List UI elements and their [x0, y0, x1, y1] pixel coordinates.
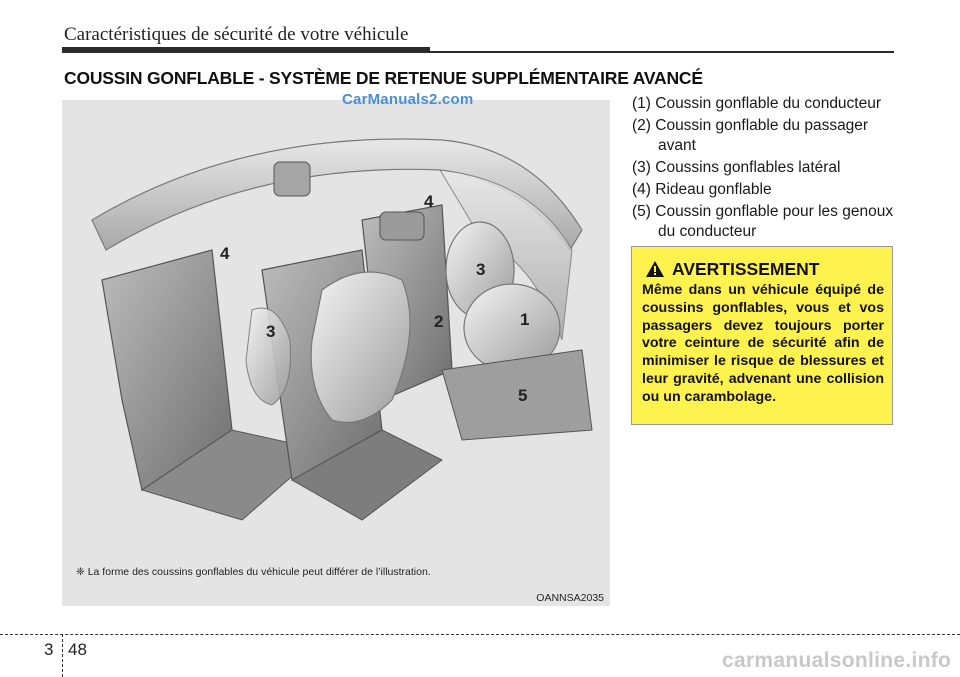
footer-divider	[62, 634, 63, 677]
figure-code: OANNSA2035	[536, 592, 604, 604]
airbag-illustration: 1 2 3 4 5 4 3 ❈ La forme des coussins go…	[62, 100, 610, 606]
legend-item: (3) Coussins gonflables latéral	[632, 159, 841, 176]
watermark: CarManuals2.com	[342, 91, 474, 108]
callout-5: 5	[518, 386, 528, 405]
legend-item: (1) Coussin gonflable du conducteur	[632, 95, 882, 112]
airbag-drawing	[91, 138, 593, 521]
figure-note: ❈ La forme des coussins gonflables du vé…	[76, 566, 431, 578]
footer-brand: carmanualsonline.info	[722, 649, 952, 672]
callout-4: 4	[424, 192, 434, 211]
callout-1: 1	[520, 310, 530, 329]
warning-triangle-icon	[646, 261, 664, 282]
callout-3: 3	[476, 260, 486, 279]
section-heading: COUSSIN GONFLABLE - SYSTÈME DE RETENUE S…	[64, 68, 703, 88]
legend-item: (4) Rideau gonflable	[632, 181, 772, 198]
page-number: 48	[68, 640, 87, 659]
chapter-number: 3	[44, 640, 54, 659]
warning-text: Même dans un véhicule équipé de coussins…	[642, 282, 884, 405]
airbag-legend: (1) Coussin gonflable du conducteur (2) …	[632, 94, 902, 244]
header-rule-thick	[62, 47, 430, 52]
warning-box: AVERTISSEMENT Même dans un véhicule équi…	[631, 246, 893, 425]
callout-3-rear: 3	[266, 322, 276, 341]
header-rule	[62, 51, 894, 53]
legend-item: (2) Coussin gonflable du passager avant	[632, 117, 869, 154]
warning-title: AVERTISSEMENT	[672, 259, 820, 279]
chapter-title: Caractéristiques de sécurité de votre vé…	[64, 24, 409, 45]
footer-rule	[0, 634, 960, 635]
callout-4-rear: 4	[220, 244, 230, 263]
passenger-airbag	[310, 271, 411, 424]
callout-2: 2	[434, 312, 444, 331]
legend-item: (5) Coussin gonflable pour les genoux du…	[632, 203, 894, 240]
